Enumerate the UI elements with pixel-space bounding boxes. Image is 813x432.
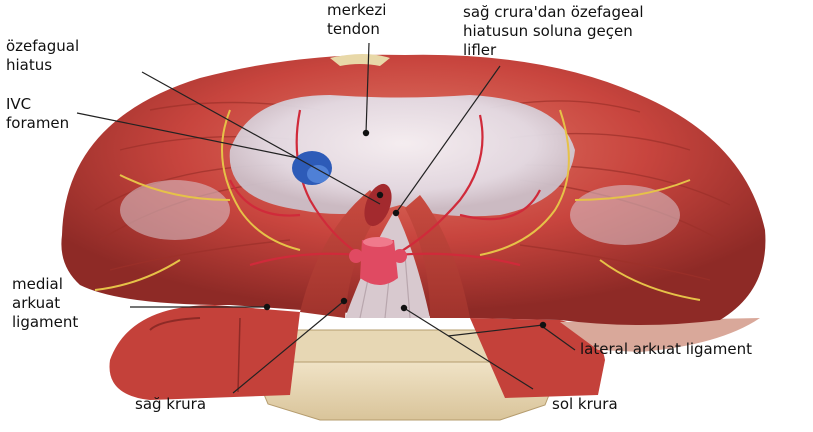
label-ozefagual-hiatus: özefagual hiatus — [6, 37, 79, 75]
label-ozefagual-line1: özefagual — [6, 37, 79, 56]
label-sag-crura-line2: hiatusun soluna geçen — [463, 22, 644, 41]
label-ozefagual-line2: hiatus — [6, 56, 79, 75]
label-ivc-line1: IVC — [6, 95, 69, 114]
label-medial-line3: ligament — [12, 313, 78, 332]
label-lateral-arkuat: lateral arkuat ligament — [580, 340, 752, 359]
label-sag-crura-line1: sağ crura'dan özefageal — [463, 3, 644, 22]
label-medial-line2: arkuat — [12, 294, 78, 313]
label-sag-crura-line3: lifler — [463, 41, 644, 60]
label-sol-krura: sol krura — [552, 395, 618, 414]
label-merkezi-line2: tendon — [327, 20, 386, 39]
label-sag-crura-fibers: sağ crura'dan özefageal hiatusun soluna … — [463, 3, 644, 60]
label-merkezi-tendon: merkezi tendon — [327, 1, 386, 39]
label-ivc-line2: foramen — [6, 114, 69, 133]
label-merkezi-line1: merkezi — [327, 1, 386, 20]
label-ivc-foramen: IVC foramen — [6, 95, 69, 133]
label-medial-arkuat: medial arkuat ligament — [12, 275, 78, 332]
label-medial-line1: medial — [12, 275, 78, 294]
label-sag-krura: sağ krura — [135, 395, 206, 414]
ivc-vessel — [292, 151, 332, 185]
